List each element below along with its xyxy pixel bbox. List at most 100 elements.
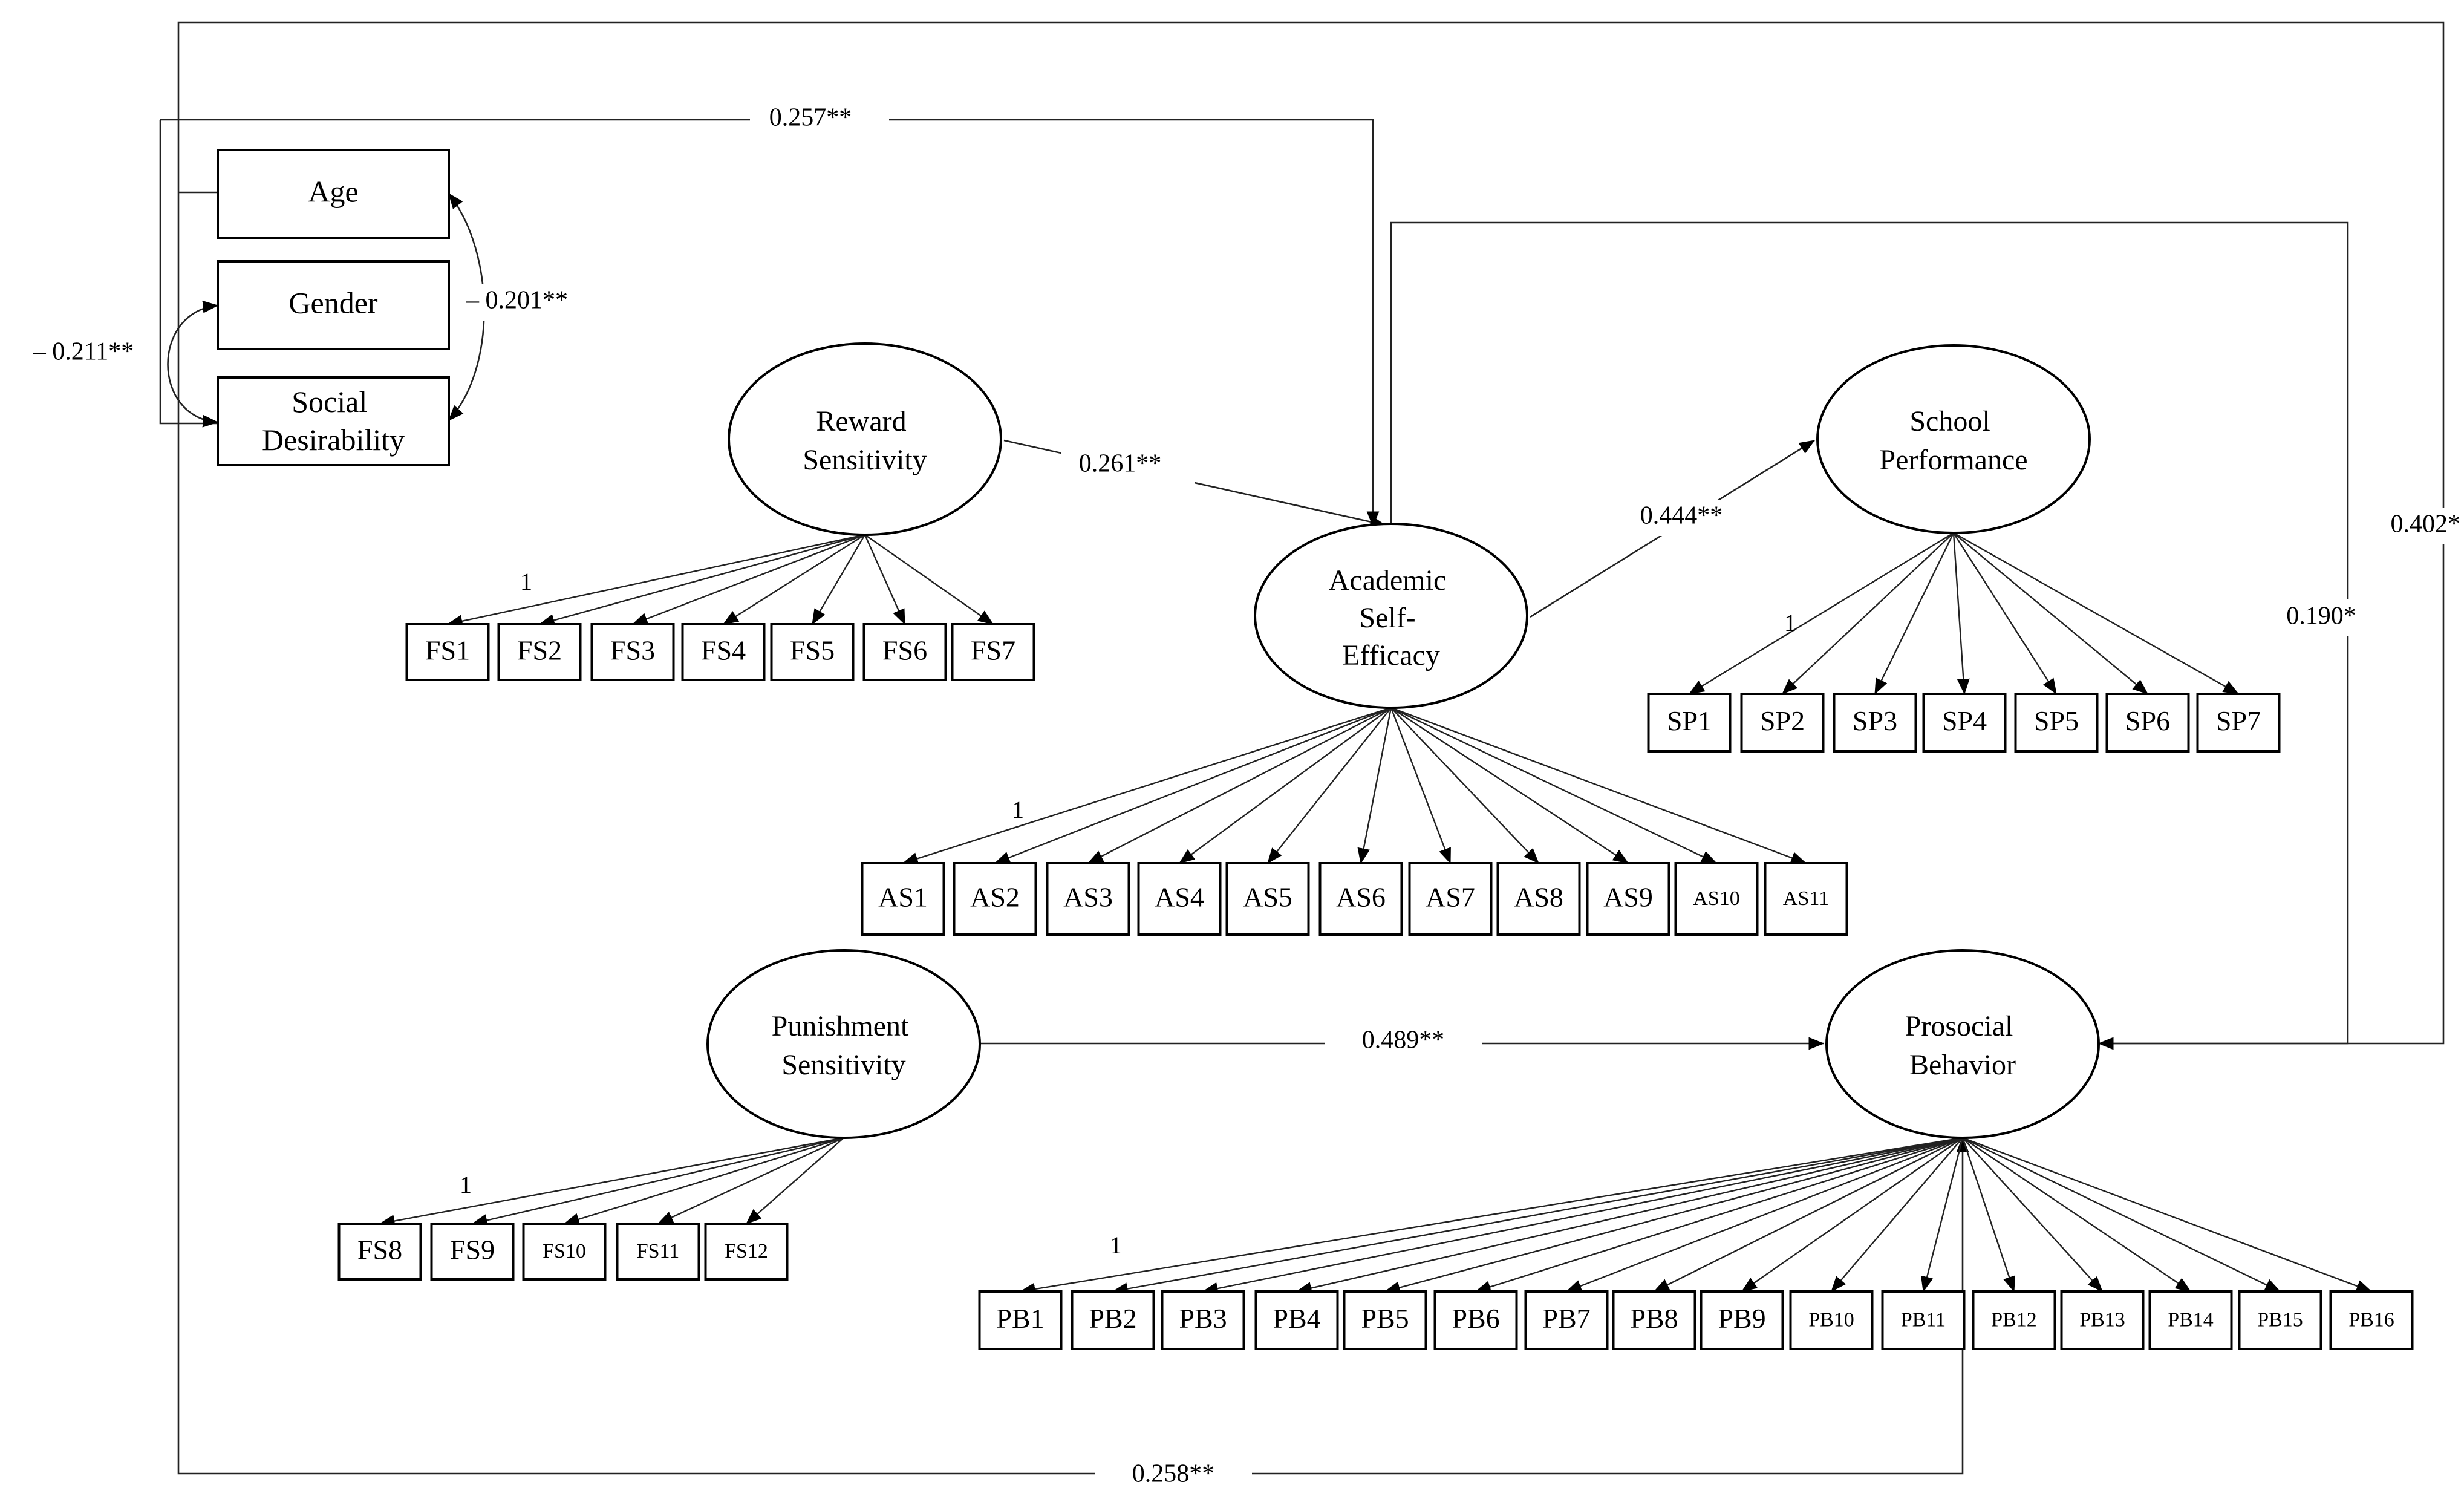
box-gender: [217, 260, 450, 350]
indicator-label-pb13: PB13: [2079, 1308, 2125, 1331]
indicator-box-pb1: [978, 1290, 1063, 1350]
indicator-label-as4: AS4: [1155, 882, 1204, 913]
loading-prosocial-pb12: [1961, 1137, 2016, 1293]
indicator-label-sp1: SP1: [1667, 705, 1712, 736]
indicator-label-sp2: SP2: [1760, 705, 1805, 736]
coef-bg-age-ase: [750, 100, 889, 136]
loading-school-sp4: [1952, 532, 1970, 695]
indicator-label-sp6: SP6: [2125, 705, 2170, 736]
indicator-box-fs12: [704, 1223, 789, 1281]
loading-prosocial-pb15: [1962, 1137, 2281, 1293]
loading-ase-as5: [1267, 707, 1392, 864]
loading-school-sp7: [1953, 532, 2240, 695]
indicator-label-fs10: FS10: [543, 1240, 586, 1262]
indicator-box-sp2: [1740, 693, 1825, 752]
fixed-loading-label-prosocial: 1: [1110, 1232, 1122, 1259]
indicator-label-pb9: PB9: [1718, 1303, 1765, 1334]
indicator-label-pb7: PB7: [1542, 1303, 1590, 1334]
indicator-label-as2: AS2: [970, 882, 1020, 913]
loading-school-sp2: [1782, 532, 1954, 694]
loading-punish-fs9: [471, 1137, 844, 1227]
loading-ase-as4: [1178, 707, 1392, 864]
coef-gender-social: – 0.201**: [466, 287, 568, 315]
coef-age-to-ase: 0.257**: [769, 104, 852, 132]
label-social-desirability: Social Desirability: [262, 385, 405, 457]
reward-line2: Sensitivity: [803, 444, 927, 476]
indicator-label-fs8: FS8: [357, 1235, 402, 1265]
loading-prosocial-pb10: [1831, 1137, 1963, 1292]
ase-line1: Academic: [1329, 564, 1447, 596]
loading-prosocial-pb11: [1921, 1137, 1964, 1293]
indicator-label-as8: AS8: [1514, 882, 1563, 913]
indicator-box-sp7: [2196, 693, 2281, 752]
latent-punishment-label: Punishment Sensitivity: [772, 1010, 916, 1081]
indicator-label-fs11: FS11: [637, 1240, 680, 1262]
coef-reward-to-ase: 0.261**: [1079, 450, 1162, 478]
coef-bg-top: [2410, 508, 2464, 544]
indicator-label-pb16: PB16: [2348, 1308, 2394, 1331]
loading-reward-fs4: [722, 534, 865, 625]
loading-prosocial-pb1: [1019, 1137, 1963, 1296]
label-social-line1: Social: [292, 385, 367, 419]
coef-top-to-prosocial: 0.402*: [2391, 511, 2461, 538]
indicator-box-pb5: [1343, 1290, 1427, 1350]
indicator-box-as3: [1046, 862, 1130, 936]
path-ase-to-prosocial: [1390, 221, 2349, 1050]
loading-reward-fs7: [864, 534, 994, 625]
fixed-loading-label-reward: 1: [520, 568, 532, 595]
indicator-label-pb1: PB1: [996, 1303, 1044, 1334]
reward-line1: Reward: [816, 405, 906, 437]
indicator-box-pb4: [1254, 1290, 1339, 1350]
loading-punish-fs12: [746, 1137, 844, 1224]
indicator-box-sp1: [1647, 693, 1732, 752]
latent-prosocial-behavior: [1825, 949, 2100, 1139]
indicator-box-pb12: [1972, 1290, 2056, 1350]
coef-bottom-to-prosocial: 0.258**: [1132, 1460, 1215, 1488]
indicator-box-as5: [1225, 862, 1310, 936]
indicator-label-as5: AS5: [1243, 882, 1292, 913]
indicator-label-fs1: FS1: [425, 635, 470, 666]
loading-ase-as3: [1087, 707, 1392, 864]
indicator-box-fs5: [770, 623, 855, 681]
coef-ase-to-prosocial: 0.190*: [2286, 602, 2356, 630]
loading-prosocial-pb6: [1475, 1137, 1963, 1293]
loading-prosocial-pb8: [1653, 1137, 1963, 1293]
box-age: [217, 149, 450, 239]
latent-reward-sensitivity: [728, 342, 1002, 536]
indicator-label-sp4: SP4: [1942, 705, 1987, 736]
loading-reward-fs6: [864, 534, 906, 625]
indicator-box-pb13: [2060, 1290, 2145, 1350]
indicator-box-as9: [1586, 862, 1670, 936]
indicator-label-pb6: PB6: [1452, 1303, 1499, 1334]
indicator-box-pb9: [1700, 1290, 1784, 1350]
latent-school-label: School Performance: [1879, 405, 2027, 476]
coef-ase-to-school: 0.444**: [1640, 502, 1723, 530]
indicator-box-pb15: [2238, 1290, 2322, 1350]
indicator-label-pb2: PB2: [1089, 1303, 1136, 1334]
indicator-box-pb2: [1071, 1290, 1155, 1350]
loading-punish-fs8: [379, 1137, 844, 1227]
path-coefficients: 0.257** – 0.201** – 0.211** 0.261** 0.44…: [18, 100, 2464, 1492]
indicator-box-pb16: [2329, 1290, 2414, 1350]
school-line2: Performance: [1879, 444, 2027, 476]
loading-prosocial-pb4: [1296, 1137, 1963, 1294]
box-social-desirability: [217, 376, 450, 466]
label-age: Age: [308, 174, 358, 208]
coef-bg-age-social: [18, 336, 148, 372]
indicator-label-pb4: PB4: [1273, 1303, 1320, 1334]
indicator-label-sp5: SP5: [2034, 705, 2079, 736]
indicator-box-pb10: [1789, 1290, 1874, 1350]
indicator-label-as1: AS1: [878, 882, 928, 913]
indicator-box-fs1: [405, 623, 490, 681]
prosocial-line2: Behavior: [1909, 1049, 2016, 1081]
loading-punish-fs10: [563, 1137, 844, 1226]
loading-prosocial-pb7: [1565, 1137, 1963, 1293]
coef-age-social: – 0.211**: [33, 338, 134, 366]
indicator-box-pb8: [1612, 1290, 1696, 1350]
latent-reward-label: Reward Sensitivity: [803, 405, 927, 476]
indicator-box-pb14: [2148, 1290, 2233, 1350]
loading-school-sp6: [1953, 532, 2149, 694]
